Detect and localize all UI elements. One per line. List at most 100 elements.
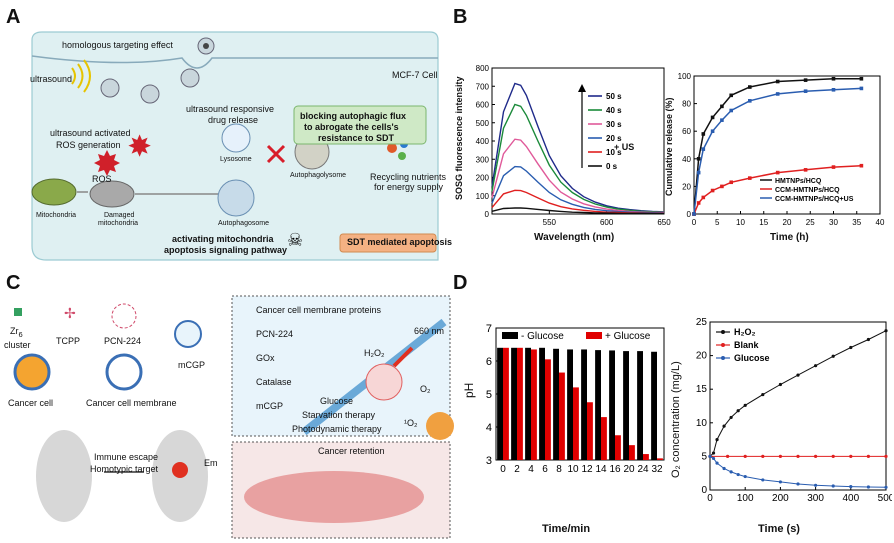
data-point (722, 466, 726, 471)
data-point (814, 483, 818, 487)
y-tick-label: 600 (476, 101, 490, 110)
data-point (710, 188, 715, 193)
bar (525, 347, 531, 460)
x-tick-label: 300 (807, 493, 824, 504)
text-mcf7: MCF-7 Cell (392, 70, 438, 80)
data-point (775, 79, 780, 84)
legend-label: 20 s (606, 134, 622, 143)
x-tick-label: 650 (657, 218, 671, 227)
x-tick-label: 6 (542, 464, 548, 475)
panel-label-b: B (453, 6, 468, 28)
data-point (715, 438, 719, 442)
data-point (696, 170, 701, 175)
text-lysosome: Lysosome (220, 156, 252, 163)
data-point (775, 170, 780, 175)
bar (545, 359, 551, 460)
nutrient-icon (387, 143, 397, 153)
data-point (778, 454, 782, 458)
x-tick-label: 20 (783, 218, 792, 227)
x-tick-label: 2 (514, 464, 520, 475)
ros-star-icon (128, 134, 151, 157)
tumor-glow-icon (172, 462, 188, 478)
data-point (715, 461, 719, 465)
x-tick-label: 12 (581, 464, 593, 475)
bar (601, 417, 607, 460)
data-point (696, 157, 701, 161)
data-point (796, 454, 800, 458)
data-point (796, 482, 800, 486)
legend-label: 50 s (606, 92, 622, 101)
nanoparticle-icon (180, 68, 200, 88)
y-tick-label: 0 (701, 485, 707, 496)
nanoparticle-icon (140, 84, 160, 104)
mitochondria-icon (31, 178, 77, 206)
text-green-box-3: resistance to SDT (318, 133, 395, 143)
mouse-icon (36, 430, 92, 522)
data-point (720, 118, 724, 122)
series-line (491, 82, 665, 213)
panel-label-a: A (6, 6, 21, 28)
x-tick-label: 16 (609, 464, 621, 475)
bar (609, 350, 615, 460)
text-cancer-membrane: Cancer cell membrane (86, 398, 177, 408)
ros-star-icon (94, 150, 120, 176)
text-autophagosome: Autophagosome (218, 220, 269, 227)
legend-gox: GOx (256, 353, 275, 363)
data-point (711, 456, 716, 461)
plot-frame (709, 321, 887, 491)
autophagosome-icon (217, 179, 255, 217)
d-left-ylabel: pH (462, 382, 476, 398)
data-point (729, 180, 733, 185)
text-ros-generation: ROS generation (56, 140, 121, 150)
y-tick-label: 5 (701, 451, 707, 462)
text-mcgp: mCGP (178, 360, 205, 370)
legend-swatch (586, 332, 602, 339)
data-point (708, 454, 712, 458)
text-em: Em (204, 458, 218, 468)
bar (497, 347, 503, 460)
data-point (803, 89, 808, 93)
damaged-mitochondria-icon (89, 180, 135, 208)
y-tick-label: 15 (696, 384, 708, 395)
data-point (831, 354, 835, 358)
data-point (859, 76, 864, 81)
x-tick-label: 0 (707, 493, 713, 504)
legend-mcgp: mCGP (256, 401, 283, 411)
bar (587, 402, 593, 460)
nutrient-icon (398, 152, 406, 160)
data-point (859, 86, 864, 91)
legend-pcn224: PCN-224 (256, 329, 294, 339)
text-activating-2: apoptosis signaling pathway (164, 245, 288, 255)
y-tick-label: 0 (687, 210, 692, 219)
x-tick-label: 8 (556, 464, 562, 475)
x-tick-label: 14 (595, 464, 607, 475)
b-right-ylabel: Cumulative release (%) (664, 97, 674, 196)
data-point (866, 454, 870, 458)
bar (573, 387, 579, 460)
text-o2: O₂ (420, 384, 431, 394)
data-point (849, 345, 853, 350)
x-tick-label: 24 (637, 464, 649, 475)
b-left-xlabel: Wavelength (nm) (534, 232, 615, 243)
ultrasound-wave-icon (71, 59, 91, 93)
bar (539, 347, 545, 460)
block-cross-icon (266, 144, 286, 164)
data-point (831, 484, 835, 488)
data-point (729, 470, 733, 474)
tcpp-icon: ✢ (64, 305, 76, 321)
data-point (831, 76, 836, 81)
bar (629, 445, 635, 460)
y-tick-label: 80 (682, 100, 691, 109)
green-info-box (293, 105, 427, 145)
d-left-xlabel: Time/min (542, 523, 591, 535)
y-tick-label: 25 (696, 317, 708, 328)
series-line (491, 138, 665, 214)
y-tick-label: 20 (682, 182, 691, 191)
panel-a-schematic: ☠ (31, 31, 439, 261)
y-tick-label: 5 (486, 389, 492, 401)
y-tick-label: 200 (476, 174, 490, 183)
